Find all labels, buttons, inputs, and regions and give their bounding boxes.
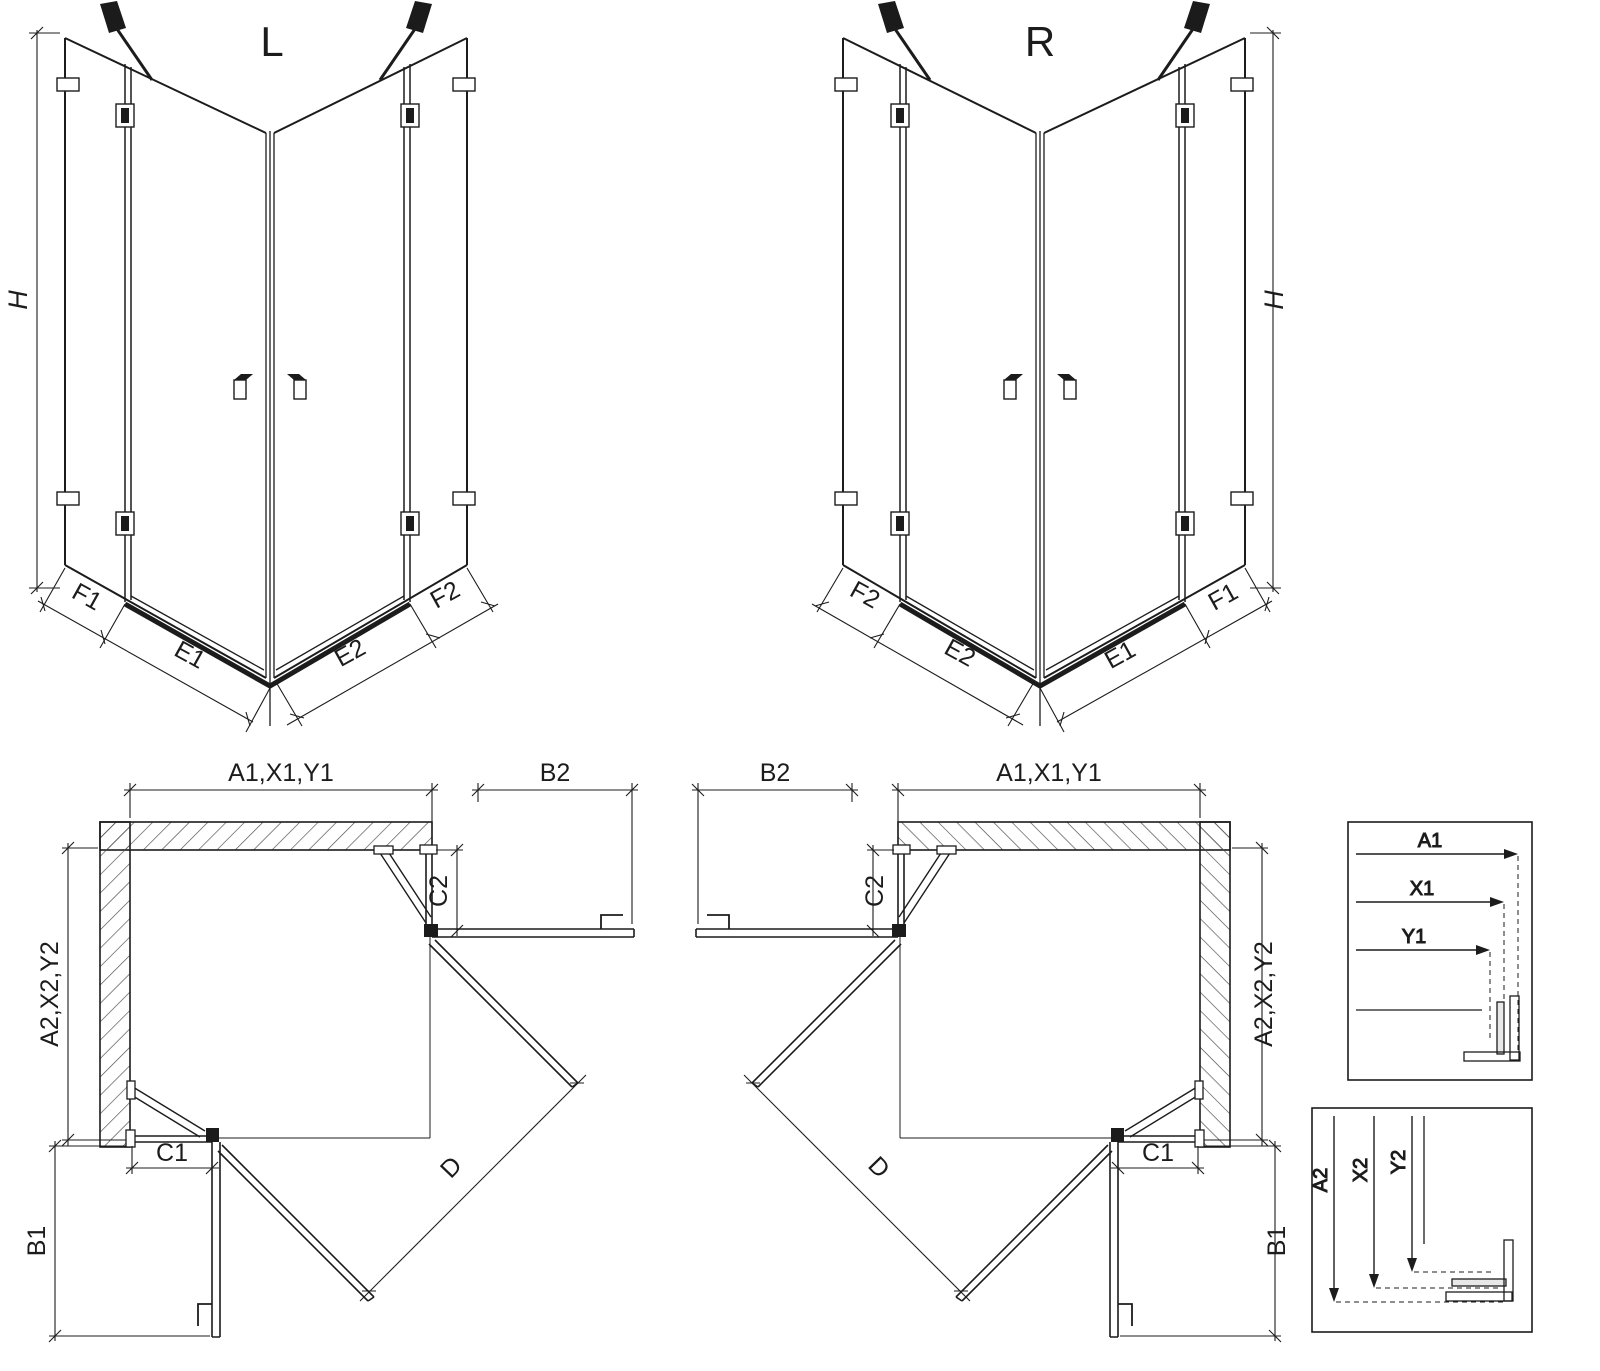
front-view-right: R H F2 E2 E1 F1: [812, 1, 1289, 732]
detail-box-border: [1347, 821, 1533, 1081]
dim-label-b1-right: B1: [1263, 1226, 1291, 1257]
dim-label-c2-left: C2: [425, 875, 453, 907]
dim-label-f1-right: F1: [1204, 578, 1243, 617]
front-view-left: L H F1 E1 E2 F2: [3, 1, 498, 732]
plan-right-geometry: [691, 782, 1282, 1343]
dim-label-e2-right: E2: [940, 633, 980, 672]
dim-label-height-right: H: [1259, 290, 1289, 310]
detail-label-x1: X1: [1410, 878, 1434, 900]
dim-label-f2-left: F2: [426, 576, 465, 615]
wall-profile-section: [1356, 995, 1521, 1062]
dim-label-b1-left: B1: [23, 1226, 51, 1257]
dim-label-depth-right: A2,X2,Y2: [1250, 941, 1278, 1047]
dim-label-height-left: H: [3, 290, 33, 310]
dim-label-e2-left: E2: [330, 633, 370, 672]
dim-label-f1-left: F1: [67, 578, 106, 617]
cabin-3d-left: [29, 1, 498, 732]
dim-label-depth-left: A2,X2,Y2: [36, 941, 64, 1047]
dim-label-c1-right: C1: [1142, 1139, 1174, 1167]
width-arrows: [1356, 849, 1518, 955]
dim-label-d-right: D: [862, 1151, 895, 1183]
detail-box-border: [1311, 1107, 1533, 1333]
detail-view-widths: A1 X1 Y1: [1347, 821, 1533, 1081]
dim-label-b2-left: B2: [540, 759, 571, 787]
dim-label-width-right: A1,X1,Y1: [996, 759, 1102, 787]
dim-label-width-left: A1,X1,Y1: [228, 759, 334, 787]
variant-label-right: R: [1025, 18, 1055, 65]
detail-label-a2: A2: [1310, 1168, 1332, 1192]
dim-label-e1-right: E1: [1100, 635, 1140, 674]
dim-label-b2-right: B2: [760, 759, 791, 787]
plan-left-geometry: [48, 782, 639, 1343]
detail-label-a1: A1: [1418, 830, 1442, 852]
detail-view-depths: A2 X2 Y2: [1310, 1107, 1533, 1333]
cabin-3d-right: [812, 1, 1281, 732]
detail-label-x2: X2: [1350, 1158, 1372, 1182]
dim-label-d-left: D: [435, 1151, 468, 1183]
reference-dashes: [1336, 1271, 1506, 1303]
dim-label-f2-right: F2: [845, 576, 884, 615]
depth-arrows: [1329, 1116, 1417, 1302]
detail-label-y1: Y1: [1402, 926, 1426, 948]
variant-label-left: L: [260, 18, 283, 65]
detail-label-y2: Y2: [1388, 1150, 1410, 1174]
dim-label-e1-left: E1: [170, 635, 210, 674]
plan-view-left: A1,X1,Y1 B2 C2 A2,X2,Y2 C1 B1 D: [23, 759, 639, 1343]
wall-profile-section: [1423, 1116, 1514, 1302]
dim-label-c2-right: C2: [861, 875, 889, 907]
dim-label-c1-left: C1: [156, 1139, 188, 1167]
plan-view-right: B2 A1,X1,Y1 C2 A2,X2,Y2 C1 B1 D: [691, 759, 1291, 1343]
